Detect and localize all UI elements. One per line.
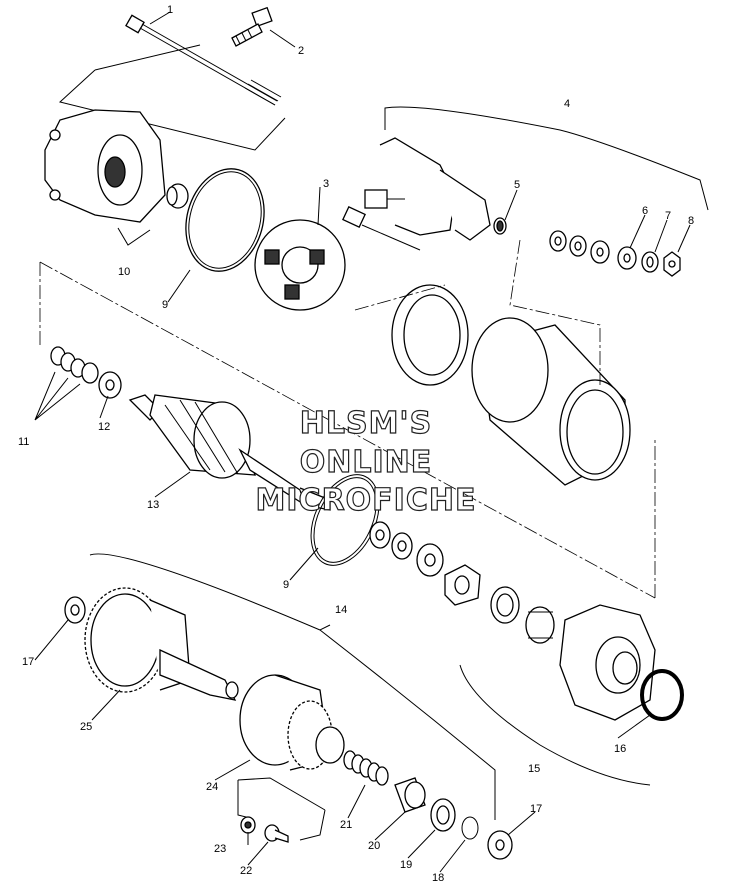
callout-9-lower: 9 [283, 579, 289, 591]
group-bracket-4 [384, 106, 709, 211]
washer-23 [240, 816, 256, 834]
o-ring-upper-inner [188, 171, 262, 269]
callout-16: 16 [614, 743, 626, 755]
bushing [166, 183, 189, 209]
callout-9-upper: 9 [162, 299, 168, 311]
return-spring [343, 750, 389, 786]
lock-washer-7 [641, 251, 659, 273]
callout-15: 15 [528, 763, 540, 775]
callout-25: 25 [80, 721, 92, 733]
seal-ring-16 [640, 669, 684, 721]
callout-20: 20 [368, 840, 380, 852]
callout-19: 19 [400, 859, 412, 871]
stop-collar [394, 777, 426, 813]
long-through-bolt [125, 14, 282, 106]
callout-2: 2 [298, 45, 304, 57]
callout-6: 6 [642, 205, 648, 217]
callout-1: 1 [167, 4, 173, 16]
ball-bearing [490, 586, 520, 624]
motor-yoke-housing [471, 317, 631, 486]
watermark-line-3: MICROFICHE [256, 483, 477, 518]
group-bracket-14 [89, 553, 496, 820]
callout-5: 5 [514, 179, 520, 191]
callout-17-upper: 17 [22, 656, 34, 668]
callout-labels: 1 2 3 4 5 6 7 8 9 9 10 11 12 13 14 15 16… [18, 4, 694, 884]
washer-17-lower [487, 830, 513, 860]
drive-end-housing [559, 604, 656, 721]
thrust-washer-12 [98, 371, 122, 399]
lock-plate [444, 564, 481, 606]
watermark-line-1: HLSM'S [300, 406, 432, 441]
callout-14: 14 [335, 604, 347, 616]
o-ring-lower-inner [313, 477, 377, 563]
drive-gear-shaft [84, 587, 239, 701]
washer-17-upper [64, 596, 86, 624]
callout-13: 13 [147, 499, 159, 511]
brush-holder-ring [391, 284, 469, 386]
brush-holder-plate [254, 219, 346, 311]
needle-bearing [525, 606, 555, 644]
shim-washers-11 [50, 346, 99, 384]
group-bracket-15 [459, 664, 651, 786]
snap-ring-18 [461, 816, 479, 840]
watermark-line-2: ONLINE [300, 445, 433, 480]
callout-3: 3 [323, 178, 329, 190]
callout-24: 24 [206, 781, 218, 793]
callout-7: 7 [665, 210, 671, 222]
watermark: HLSM'S ONLINE MICROFICHE [255, 405, 477, 518]
callout-23: 23 [214, 843, 226, 855]
washers-6 [549, 230, 637, 270]
callout-21: 21 [340, 819, 352, 831]
spring-washer-5 [493, 217, 507, 235]
washer-stack-lower [369, 521, 444, 577]
callout-4: 4 [564, 98, 570, 110]
nut-8 [663, 251, 681, 277]
callout-18: 18 [432, 872, 444, 884]
callout-12: 12 [98, 421, 110, 433]
callout-17-lower: 17 [530, 803, 542, 815]
callout-10: 10 [118, 266, 130, 278]
front-end-cover [44, 109, 166, 223]
short-bolt [231, 6, 273, 47]
pin-22 [264, 824, 289, 843]
o-ring-upper [185, 168, 265, 272]
armature [128, 394, 331, 511]
leader-lines [34, 11, 691, 873]
brush-assembly [342, 137, 491, 251]
callout-11: 11 [18, 436, 29, 448]
seal-19 [430, 798, 456, 832]
overrunning-clutch [239, 674, 345, 771]
callout-8: 8 [688, 215, 694, 227]
callout-22: 22 [240, 865, 252, 877]
